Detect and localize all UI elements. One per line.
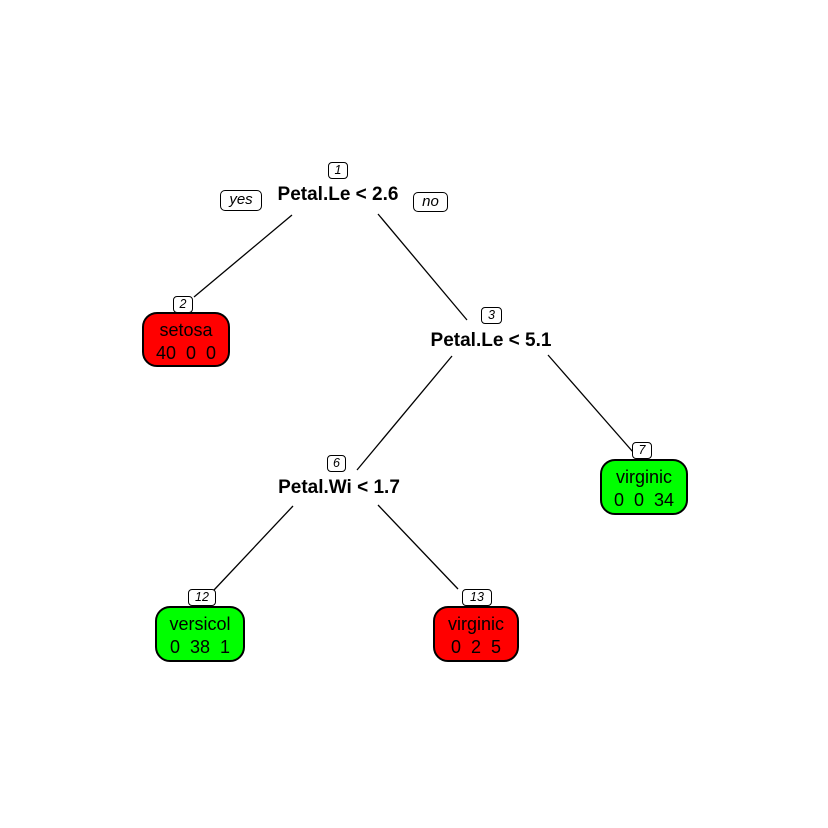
node-6-tag: 6 bbox=[327, 455, 346, 472]
branch-line-6-13 bbox=[377, 504, 459, 590]
node-12-tag: 12 bbox=[188, 589, 216, 606]
branch-line-6-12 bbox=[213, 505, 294, 591]
leaf-class-counts: 0 2 5 bbox=[450, 637, 502, 657]
leaf-node-versicol: versicol 0 38 1 bbox=[155, 606, 245, 662]
leaf-class-counts: 0 0 34 bbox=[613, 490, 675, 510]
node-1-tag: 1 bbox=[328, 162, 348, 179]
branch-line-1-3 bbox=[377, 213, 468, 321]
branch-label-no: no bbox=[413, 192, 448, 212]
leaf-class-label: setosa bbox=[159, 320, 213, 340]
branch-label-yes: yes bbox=[220, 190, 262, 211]
node-3-tag: 3 bbox=[481, 307, 502, 324]
node-3-label: Petal.Le < 5.1 bbox=[430, 330, 552, 351]
branch-line-3-6 bbox=[356, 355, 453, 471]
branch-line-1-2 bbox=[193, 214, 293, 298]
leaf-class-label: virginic bbox=[615, 467, 672, 487]
node-7-tag: 7 bbox=[632, 442, 652, 459]
leaf-node-virginic-right: virginic 0 0 34 bbox=[600, 459, 688, 515]
node-13-tag: 13 bbox=[462, 589, 492, 606]
leaf-node-virginic-bottom: virginic 0 2 5 bbox=[433, 606, 519, 662]
node-6-label: Petal.Wi < 1.7 bbox=[278, 477, 400, 498]
leaf-class-label: versicol bbox=[169, 614, 231, 634]
node-2-tag: 2 bbox=[173, 296, 193, 313]
leaf-class-counts: 0 38 1 bbox=[169, 637, 231, 657]
leaf-node-setosa: setosa 40 0 0 bbox=[142, 312, 230, 367]
leaf-class-counts: 40 0 0 bbox=[155, 343, 217, 363]
branch-line-3-7 bbox=[547, 354, 634, 453]
leaf-class-label: virginic bbox=[447, 614, 504, 634]
node-1-label: Petal.Le < 2.6 bbox=[277, 184, 399, 205]
